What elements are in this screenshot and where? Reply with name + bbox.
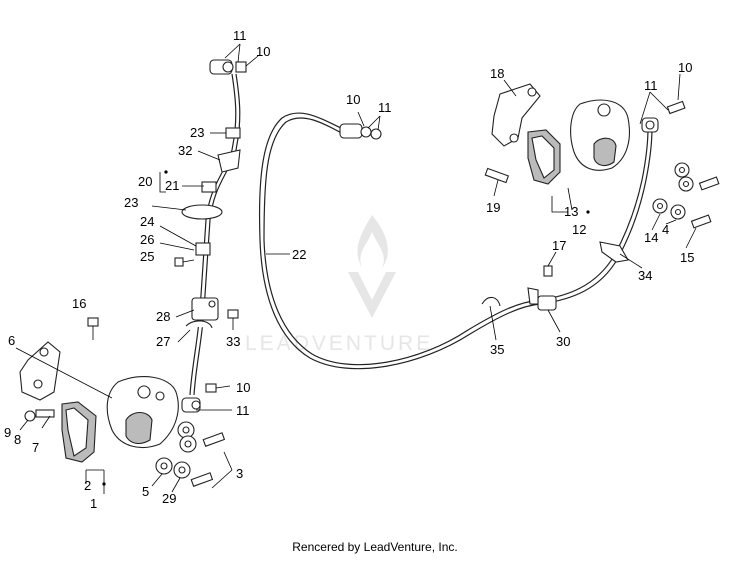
callout-13: 13 xyxy=(564,204,578,219)
callout-23: 23 xyxy=(124,195,138,210)
callout-10: 10 xyxy=(346,92,360,107)
callout-14: 14 xyxy=(644,230,658,245)
callout-34: 34 xyxy=(638,268,652,283)
callout-18: 18 xyxy=(490,66,504,81)
bolt-16 xyxy=(87,317,99,340)
callout-15: 15 xyxy=(680,250,694,265)
callout-25: 25 xyxy=(140,249,154,264)
callout-3: 3 xyxy=(236,466,243,481)
callout-28: 28 xyxy=(156,309,170,324)
callout-17: 17 xyxy=(552,238,566,253)
callout-11: 11 xyxy=(233,28,247,43)
footer-credit: Rencered by LeadVenture, Inc. xyxy=(292,540,458,554)
callout-30: 30 xyxy=(556,334,570,349)
callout-6: 6 xyxy=(8,333,15,348)
group-markers xyxy=(102,170,590,486)
callouts: 11 10 23 32 20 21 23 24 26 25 16 28 33 2… xyxy=(4,28,694,511)
callout-19: 19 xyxy=(486,200,500,215)
callout-10: 10 xyxy=(678,60,692,75)
callout-23: 23 xyxy=(190,125,204,140)
leader-lines xyxy=(15,43,697,494)
callout-11: 11 xyxy=(644,78,658,93)
callout-5: 5 xyxy=(142,484,149,499)
callout-21: 21 xyxy=(165,178,179,193)
bolt-33 xyxy=(227,309,239,330)
callout-11: 11 xyxy=(378,100,392,115)
callout-33: 33 xyxy=(226,334,240,349)
callout-29: 29 xyxy=(162,491,176,506)
callout-10: 10 xyxy=(256,44,270,59)
left-brake-line xyxy=(181,59,247,413)
bolt-25 xyxy=(174,257,195,267)
callout-16: 16 xyxy=(72,296,86,311)
rear-brake-line xyxy=(258,112,659,370)
callout-4: 4 xyxy=(662,222,669,237)
callout-35: 35 xyxy=(490,342,504,357)
leadventure-watermark: LEADVENTURE xyxy=(245,215,433,355)
callout-20: 20 xyxy=(138,174,152,189)
right-caliper-assembly xyxy=(484,83,720,229)
left-caliper-assembly xyxy=(19,341,226,487)
callout-7: 7 xyxy=(32,440,39,455)
callout-9: 9 xyxy=(4,425,11,440)
callout-32: 32 xyxy=(178,143,192,158)
callout-22: 22 xyxy=(292,247,306,262)
callout-11: 11 xyxy=(236,403,250,418)
callout-1: 1 xyxy=(90,496,97,511)
callout-24: 24 xyxy=(140,214,154,229)
watermark-text: LEADVENTURE xyxy=(245,332,433,355)
callout-2: 2 xyxy=(84,478,91,493)
callout-8: 8 xyxy=(14,432,21,447)
callout-27: 27 xyxy=(156,334,170,349)
bolt-10-lower-left xyxy=(205,383,231,393)
callout-12: 12 xyxy=(572,222,586,237)
callout-26: 26 xyxy=(140,232,154,247)
callout-10: 10 xyxy=(236,380,250,395)
